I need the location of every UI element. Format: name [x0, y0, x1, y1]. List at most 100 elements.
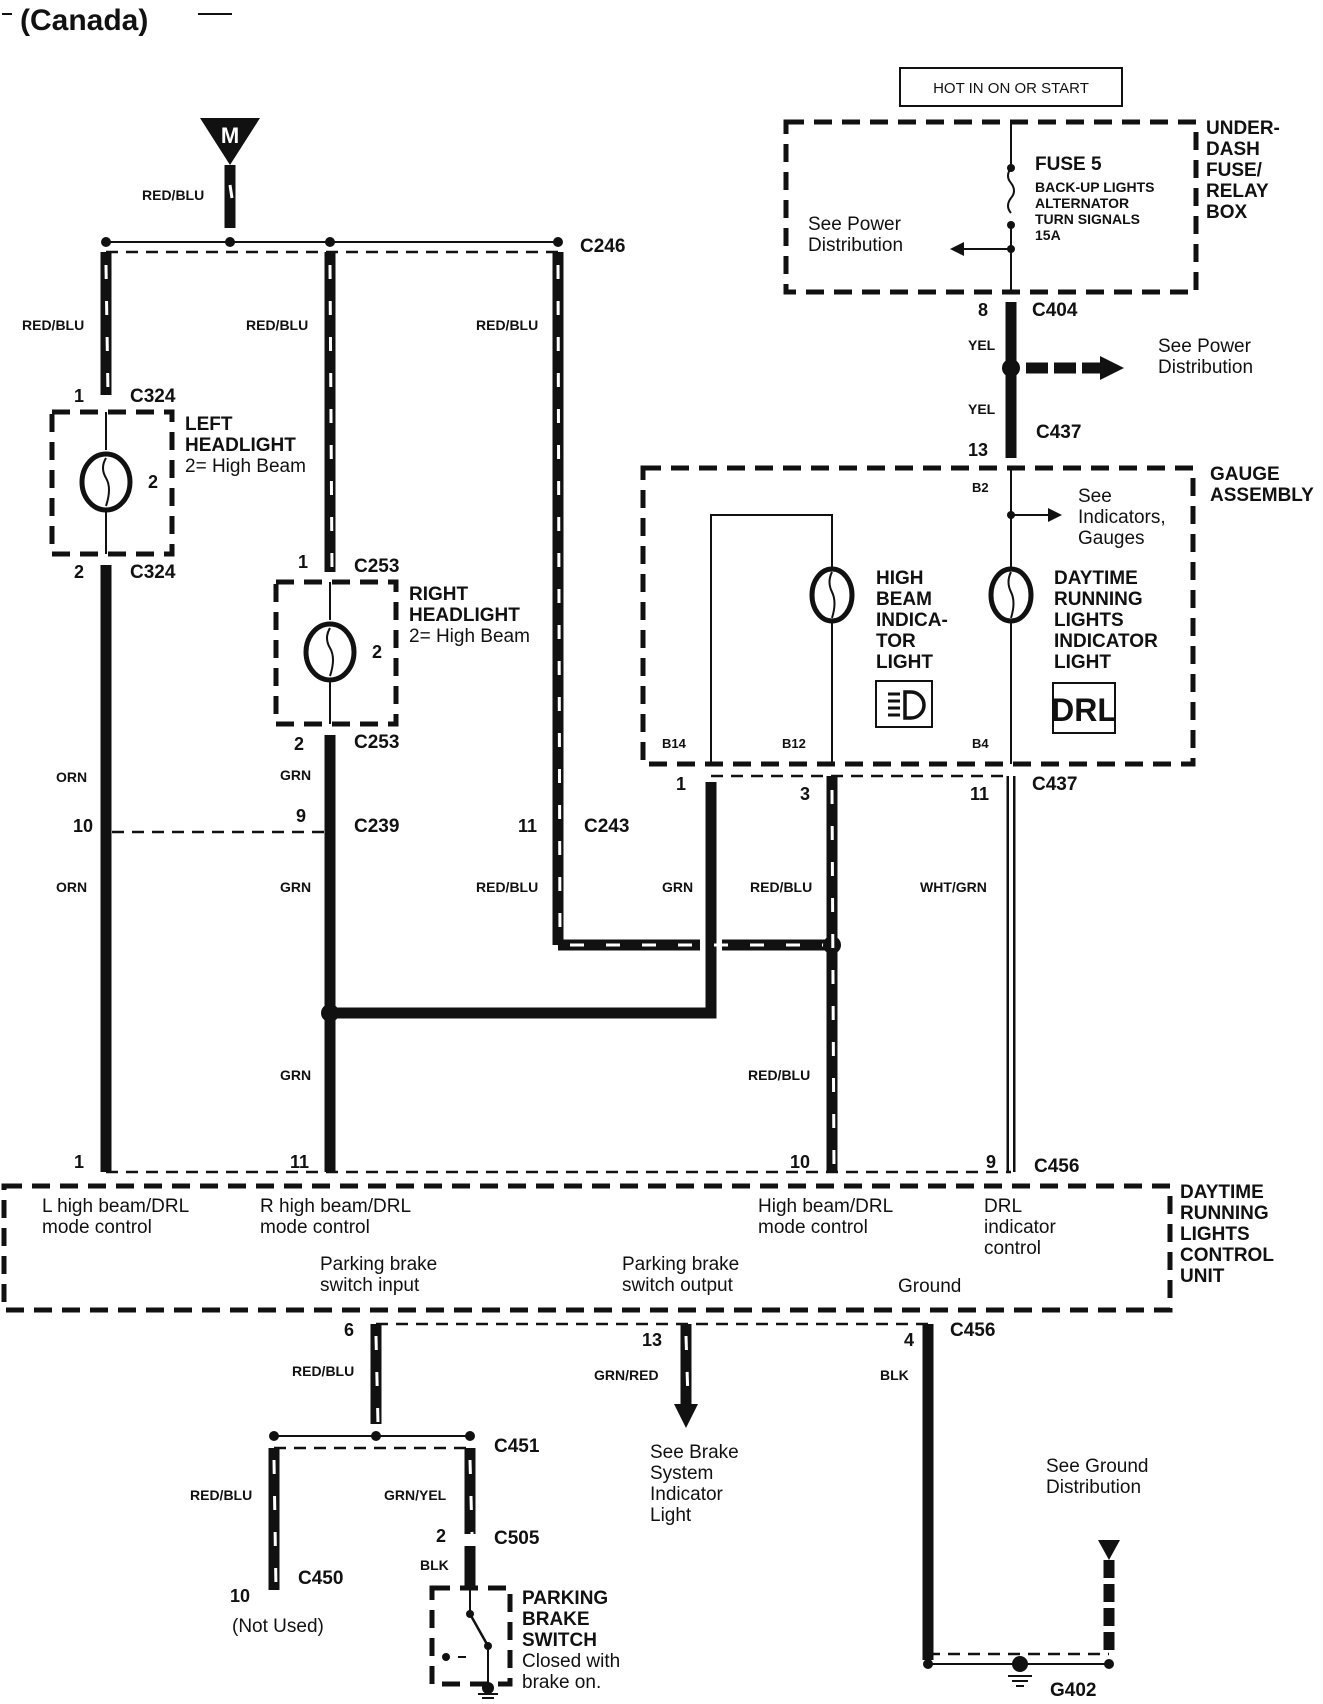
svg-text:mode control: mode control — [758, 1217, 868, 1238]
pin-c456-1: 1 — [74, 1152, 84, 1172]
svg-text:ASSEMBLY: ASSEMBLY — [1210, 485, 1314, 506]
svg-text:brake on.: brake on. — [522, 1672, 601, 1693]
pin-b12: B12 — [782, 736, 806, 751]
svg-text:Distribution: Distribution — [808, 235, 903, 256]
label-g402: G402 — [1050, 1680, 1096, 1701]
terminal-parking-brake-input: Parking brake — [320, 1254, 437, 1275]
hot-label: HOT IN ON OR START — [933, 80, 1089, 97]
pin-c456-6: 6 — [344, 1320, 354, 1340]
label-c437-top: C437 — [1036, 422, 1081, 443]
pin-c437-1: 1 — [676, 774, 686, 794]
wire-label-blk-switch: BLK — [420, 1557, 449, 1573]
svg-text:Light: Light — [650, 1505, 692, 1526]
svg-text:INDICA-: INDICA- — [876, 610, 948, 631]
wire-label-redblu-6: RED/BLU — [292, 1363, 354, 1379]
wire-label-grn-b14: GRN — [662, 879, 693, 895]
label-c456-bottom: C456 — [950, 1320, 995, 1341]
svg-text:LIGHT: LIGHT — [876, 652, 933, 673]
gauge-assembly-box — [640, 465, 1196, 767]
pin-b14: B14 — [662, 736, 687, 751]
wire-label-redblu-b12: RED/BLU — [750, 879, 812, 895]
label-c450: C450 — [298, 1568, 343, 1589]
parking-brake-switch-label: PARKING — [522, 1588, 608, 1609]
wire-label-m-feed: RED/BLU — [142, 187, 204, 203]
pin-right-headlight-2: 2 — [372, 642, 382, 662]
gauge-assembly-label: GAUGE — [1210, 464, 1280, 485]
svg-text:mode control: mode control — [260, 1217, 370, 1238]
wire-label-grn-yel: GRN/YEL — [384, 1487, 447, 1503]
wire-label-right-top: RED/BLU — [476, 317, 538, 333]
see-power-distribution-right[interactable]: See Power — [1158, 336, 1252, 357]
svg-text:switch output: switch output — [622, 1275, 734, 1296]
label-c456-top: C456 — [1034, 1156, 1079, 1177]
label-c404: C404 — [1032, 300, 1078, 321]
wire-label-blk-4: BLK — [880, 1367, 909, 1383]
label-c324-bottom: C324 — [130, 562, 176, 583]
high-beam-symbol-icon — [875, 680, 933, 728]
fuse-5-icon — [1007, 167, 1015, 214]
control-unit-label: DAYTIME — [1180, 1182, 1264, 1203]
svg-text:Distribution: Distribution — [1046, 1477, 1141, 1498]
parking-brake-note: Closed with — [522, 1651, 620, 1672]
parking-brake-switch-icon — [442, 1588, 498, 1699]
right-headlight-bulb-icon — [303, 621, 357, 683]
wire-label-mid-top: RED/BLU — [246, 317, 308, 333]
ground-g402-icon — [1008, 1656, 1032, 1687]
svg-text:TOR: TOR — [876, 631, 916, 652]
see-power-distribution-inner[interactable]: See Power — [808, 214, 902, 235]
left-headlight-bulb-icon — [79, 451, 133, 513]
right-headlight-label: RIGHT — [409, 584, 469, 605]
svg-text:LIGHTS: LIGHTS — [1180, 1224, 1250, 1245]
wire-label-grn-2: GRN — [280, 879, 311, 895]
terminal-ground: Ground — [898, 1276, 961, 1297]
pin-c505-2: 2 — [436, 1526, 446, 1546]
pin-c456-11: 11 — [290, 1152, 309, 1172]
terminal-high-beam-mode: High beam/DRL — [758, 1196, 893, 1217]
svg-text:switch input: switch input — [320, 1275, 420, 1296]
wire-label-orn-2: ORN — [56, 879, 87, 895]
right-headlight-note: 2= High Beam — [409, 626, 530, 647]
terminal-drl-indicator: DRL — [984, 1196, 1022, 1217]
svg-text:Indicator: Indicator — [650, 1484, 724, 1505]
pin-c456-13: 13 — [642, 1330, 662, 1350]
high-beam-indicator-label: HIGH — [876, 568, 924, 589]
see-indicators-gauges[interactable]: See — [1078, 486, 1112, 507]
drl-indicator-bulb-icon — [988, 566, 1034, 624]
not-used-label: (Not Used) — [232, 1616, 324, 1637]
right-headlight-box — [273, 579, 399, 727]
pin-c437-3: 3 — [800, 784, 810, 804]
svg-text:BOX: BOX — [1206, 202, 1248, 223]
ground-ref-arrow-icon — [1098, 1540, 1120, 1560]
wire-label-redblu-c243: RED/BLU — [476, 879, 538, 895]
pin-b4: B4 — [972, 736, 989, 751]
splice-yel — [1002, 359, 1020, 377]
wire-grn-b14 — [330, 782, 717, 1019]
wire-label-yel-1: YEL — [968, 337, 996, 353]
left-headlight-label: LEFT — [185, 414, 233, 435]
label-c451: C451 — [494, 1436, 540, 1457]
svg-text:Distribution: Distribution — [1158, 357, 1253, 378]
pin-c437-13: 13 — [968, 440, 988, 460]
svg-text:RELAY: RELAY — [1206, 181, 1269, 202]
pin-c324-2: 2 — [74, 562, 84, 582]
pin-c437-11: 11 — [970, 784, 989, 804]
svg-text:ALTERNATOR: ALTERNATOR — [1035, 195, 1129, 211]
fuse-box-label: UNDER- — [1206, 118, 1280, 139]
wire-label-grn-1: GRN — [280, 767, 311, 783]
see-ground-distribution[interactable]: See Ground — [1046, 1456, 1148, 1477]
svg-text:HEADLIGHT: HEADLIGHT — [185, 435, 296, 456]
left-headlight-note: 2= High Beam — [185, 456, 306, 477]
pin-c456-9: 9 — [986, 1152, 996, 1172]
see-brake-system-indicator[interactable]: See Brake — [650, 1442, 739, 1463]
arrow-left-icon — [950, 242, 964, 256]
drl-indicator-label: DAYTIME — [1054, 568, 1138, 589]
svg-text:BEAM: BEAM — [876, 589, 932, 610]
pin-c253-2: 2 — [294, 734, 304, 754]
svg-text:SWITCH: SWITCH — [522, 1630, 597, 1651]
wire-label-grn-red: GRN/RED — [594, 1367, 659, 1383]
pin-c404-8: 8 — [978, 300, 988, 320]
svg-text:M: M — [221, 123, 239, 148]
pin-c239-9: 9 — [296, 806, 306, 826]
wire-label-orn-1: ORN — [56, 769, 87, 785]
